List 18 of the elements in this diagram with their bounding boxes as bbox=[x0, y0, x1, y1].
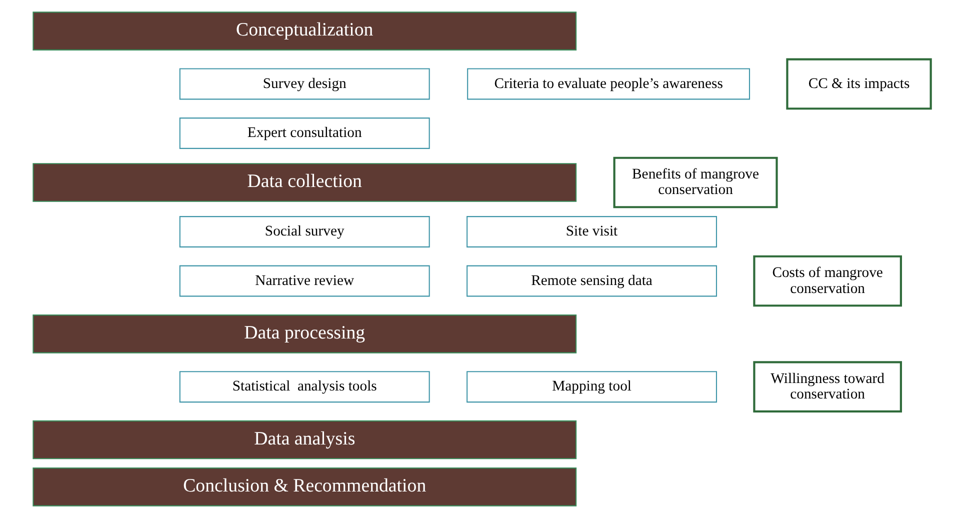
node-box: Site visit bbox=[466, 216, 718, 248]
node-box: CC & its impacts bbox=[786, 58, 932, 110]
node-box: Data analysis bbox=[32, 420, 577, 460]
node-box: Data processing bbox=[32, 314, 577, 354]
node-box: Benefits of mangrove conservation bbox=[613, 156, 778, 208]
node-box: Conceptualization bbox=[32, 12, 577, 50]
node-box: Costs of mangrove conservation bbox=[753, 255, 902, 307]
node-box: Mapping tool bbox=[466, 371, 718, 403]
node-box: Conclusion & Recommendation bbox=[32, 468, 577, 506]
node-box: Expert consultation bbox=[179, 118, 430, 149]
node-box: Survey design bbox=[179, 68, 430, 100]
node-box: Social survey bbox=[179, 216, 430, 248]
node-box: Narrative review bbox=[179, 265, 430, 297]
node-box: Willingness toward conservation bbox=[753, 361, 902, 413]
node-box: Remote sensing data bbox=[466, 265, 718, 297]
node-box: Data collection bbox=[32, 163, 577, 202]
node-box: Criteria to evaluate people’s awareness bbox=[467, 68, 750, 100]
node-box: Statistical analysis tools bbox=[179, 371, 430, 403]
